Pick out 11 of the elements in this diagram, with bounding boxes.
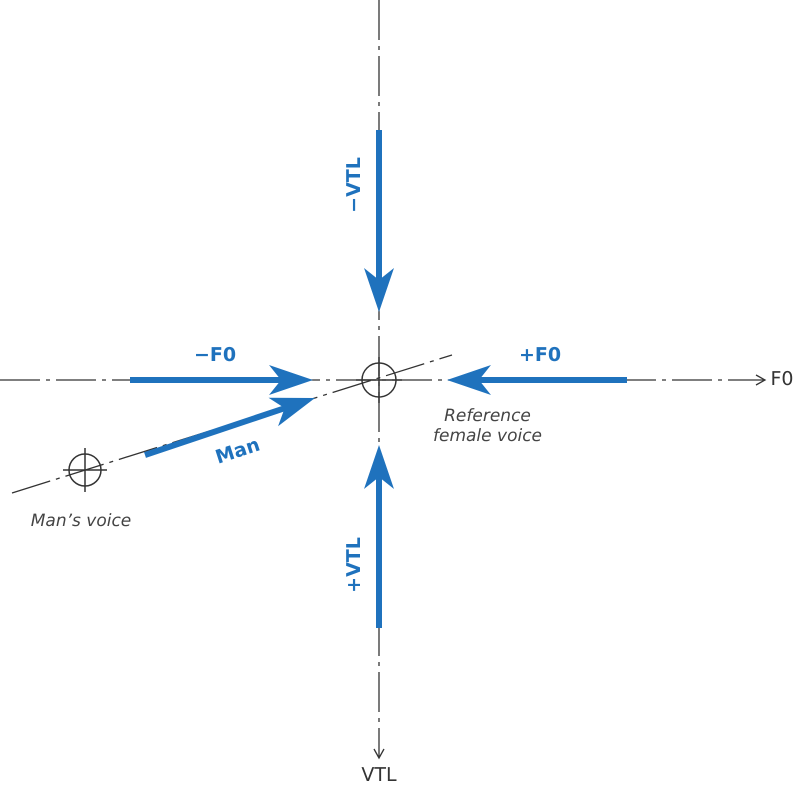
crosshair-marker xyxy=(63,448,107,492)
arrow-label: −VTL xyxy=(344,157,366,213)
arrow-label: −F0 xyxy=(194,345,236,367)
marker-caption: Reference female voice xyxy=(432,407,543,446)
arrow-label: +VTL xyxy=(344,537,366,593)
arrow-label: Man xyxy=(213,434,263,470)
marker-caption: Man’s voice xyxy=(30,512,132,532)
arrow-label: +F0 xyxy=(518,345,562,367)
axis-label: VTL xyxy=(361,765,397,787)
crosshair-marker xyxy=(356,357,402,403)
axis-label: F0 xyxy=(770,369,794,391)
